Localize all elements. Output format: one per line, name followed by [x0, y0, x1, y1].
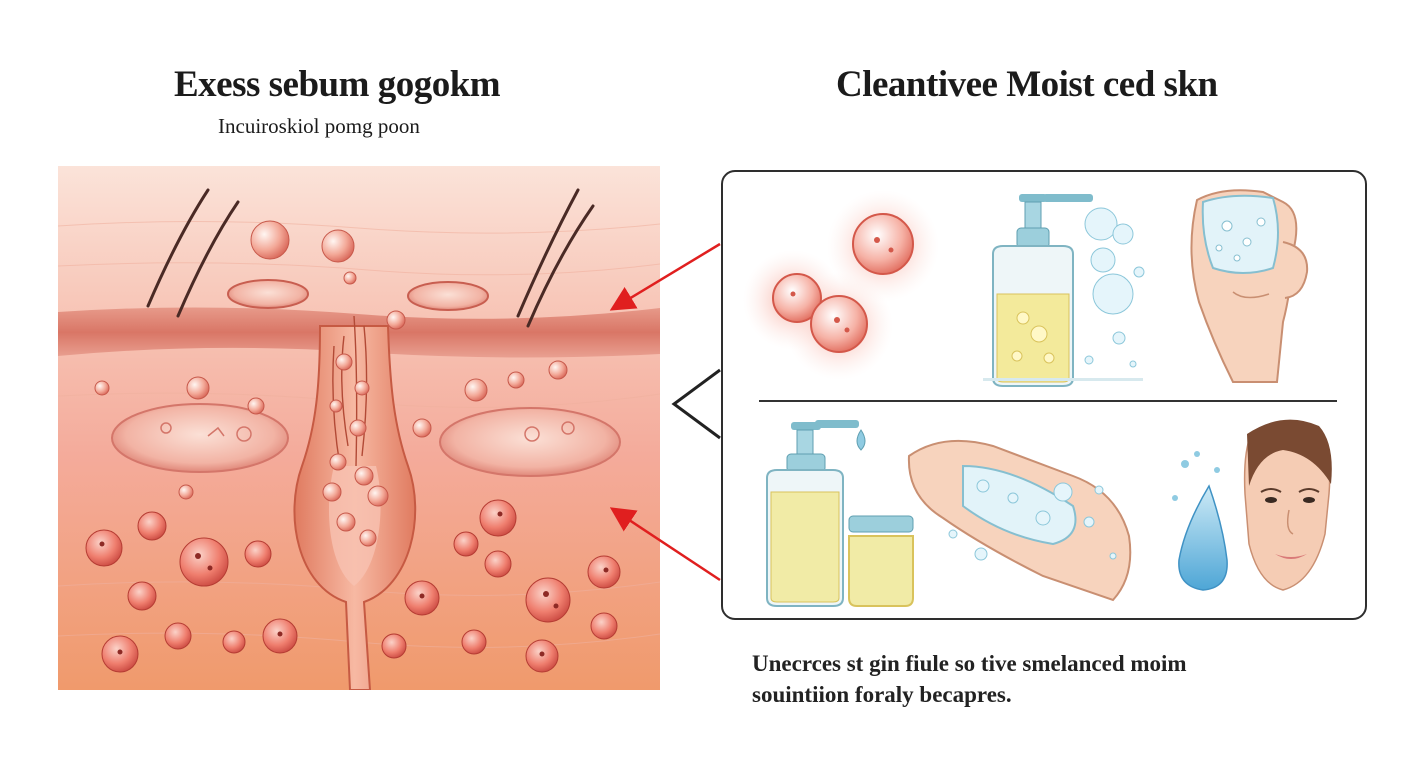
left-subtitle: Incuiroskiol pomg poon [218, 114, 420, 138]
skincare-routine-panel [721, 170, 1367, 620]
right-title: Cleantivee Moist ced skn [836, 64, 1218, 105]
foam-hand-icon [1190, 189, 1309, 383]
caption-text: Unecrces st gin fiule so tive smelanced … [752, 648, 1352, 710]
caption-line-1: Unecrces st gin fiule so tive smelanced … [752, 651, 1187, 676]
caption-line-2: souintiion foraly becapres. [752, 682, 1012, 707]
left-title: Exess sebum gogokm [174, 64, 501, 105]
hand-washing-icon [907, 439, 1132, 602]
panel-divider [759, 400, 1337, 402]
acne-cells-icon [743, 190, 939, 380]
moisturizer-bottle-and-jar-icon [766, 420, 914, 607]
skin-cross-section-illustration [58, 166, 660, 690]
connector-arrows [609, 242, 721, 582]
cleanser-pump-bottle-icon [983, 194, 1145, 387]
water-drop-face-icon [1172, 419, 1332, 591]
